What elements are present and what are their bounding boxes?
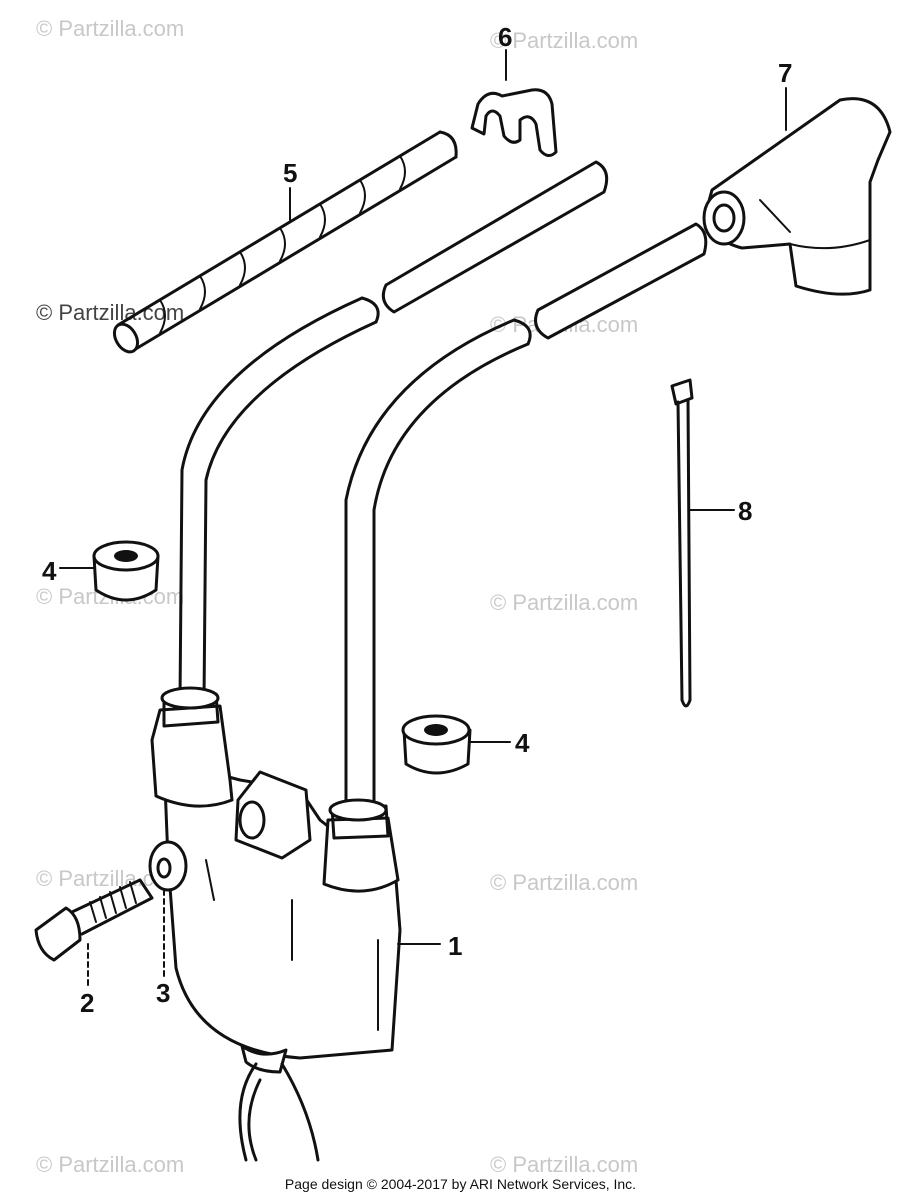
plug-cap-part: [702, 97, 892, 296]
watermark: © Partzilla.com: [490, 28, 639, 53]
grommet-part-lower: [401, 714, 472, 775]
callout-7: 7: [778, 58, 792, 88]
watermark: © Partzilla.com: [36, 1152, 185, 1177]
footer-copyright: Page design © 2004-2017 by ARI Network S…: [284, 1176, 637, 1192]
callout-2: 2: [80, 988, 94, 1018]
callout-5: 5: [283, 158, 297, 188]
watermark: © Partzilla.com: [36, 300, 185, 325]
watermark: © Partzilla.com: [490, 870, 639, 895]
callout-1: 1: [448, 931, 462, 961]
clamp-part: [470, 88, 558, 157]
tube-segments: [381, 160, 708, 340]
callout-4-lower: 4: [515, 728, 530, 758]
spiral-tube-part: [112, 130, 458, 354]
watermark: © Partzilla.com: [36, 16, 185, 41]
bolt-part: [34, 878, 154, 962]
callout-3: 3: [156, 978, 170, 1008]
left-lead: [178, 296, 380, 702]
right-lead: [344, 318, 532, 832]
watermark: © Partzilla.com: [490, 1152, 639, 1177]
cable-tie-part: [670, 378, 694, 708]
watermark: © Partzilla.com: [490, 590, 639, 615]
ignition-coil-part: [150, 686, 402, 1162]
grommet-part-upper: [92, 540, 160, 602]
callout-6: 6: [498, 22, 512, 52]
callout-8: 8: [738, 496, 752, 526]
callout-4-upper: 4: [42, 556, 57, 586]
washer-part: [148, 840, 188, 892]
